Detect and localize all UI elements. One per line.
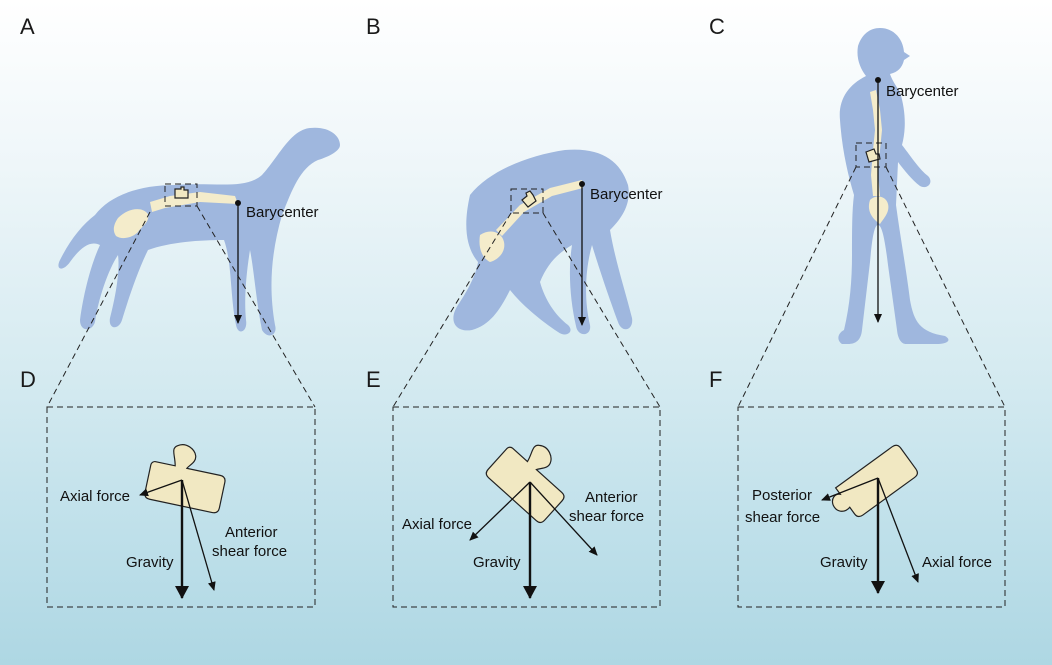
barycenter-label-b: Barycenter <box>590 186 663 203</box>
dog-silhouette <box>58 127 341 336</box>
gravity-label-e: Gravity <box>473 554 521 571</box>
zoom-box-d <box>46 406 316 608</box>
panel-letter-a: A <box>20 14 35 39</box>
barycenter-label-c: Barycenter <box>886 83 959 100</box>
zoom-line-c-left <box>737 166 857 408</box>
zoom-line-a-right <box>196 205 316 408</box>
shear-force-arrow-d <box>181 479 216 591</box>
dog-zoom-box <box>164 183 198 207</box>
shear-force-arrow-e <box>529 481 598 556</box>
shear-label-d-line2: shear force <box>212 543 287 560</box>
gravity-label-d: Gravity <box>126 554 174 571</box>
axial-force-arrow-e <box>469 481 531 541</box>
vertebra-icon <box>521 190 537 208</box>
shear-label-f-line1: Posterior <box>752 487 812 504</box>
vertebra-icon <box>485 444 565 524</box>
barycenter-label-a: Barycenter <box>246 204 319 221</box>
gravity-label-f: Gravity <box>820 554 868 571</box>
panel-letter-d: D <box>20 367 36 392</box>
chimpanzee-silhouette <box>453 149 633 335</box>
shear-label-d-line1: Anterior <box>225 524 278 541</box>
vertebra-icon <box>174 186 189 199</box>
zoom-line-a-left <box>46 211 151 408</box>
shear-label-f-line2: shear force <box>745 509 820 526</box>
zoom-box-e <box>392 406 661 608</box>
human-silhouette <box>838 28 949 344</box>
panel-letter-b: B <box>366 14 381 39</box>
axial-force-label-e: Axial force <box>402 516 472 533</box>
vertebra-icon <box>831 444 919 518</box>
human-zoom-box <box>855 142 887 168</box>
axial-force-label-d: Axial force <box>60 488 130 505</box>
zoom-line-b-right <box>542 212 661 408</box>
vertebra-icon <box>144 444 226 514</box>
axial-force-arrow-d <box>139 479 183 497</box>
axial-force-label-f: Axial force <box>922 554 992 571</box>
zoom-box-f <box>737 406 1006 608</box>
zoom-line-c-right <box>885 166 1006 408</box>
shear-force-arrow-f <box>821 477 879 501</box>
panel-letter-e: E <box>366 367 381 392</box>
panel-letter-c: C <box>709 14 725 39</box>
shear-label-e-line1: Anterior <box>585 489 638 506</box>
chimp-zoom-box <box>510 188 544 214</box>
zoom-line-b-left <box>392 212 512 408</box>
axial-force-arrow-f <box>877 477 919 583</box>
panel-letter-f: F <box>709 367 722 392</box>
shear-label-e-line2: shear force <box>569 508 644 525</box>
vertebra-icon <box>865 148 881 163</box>
